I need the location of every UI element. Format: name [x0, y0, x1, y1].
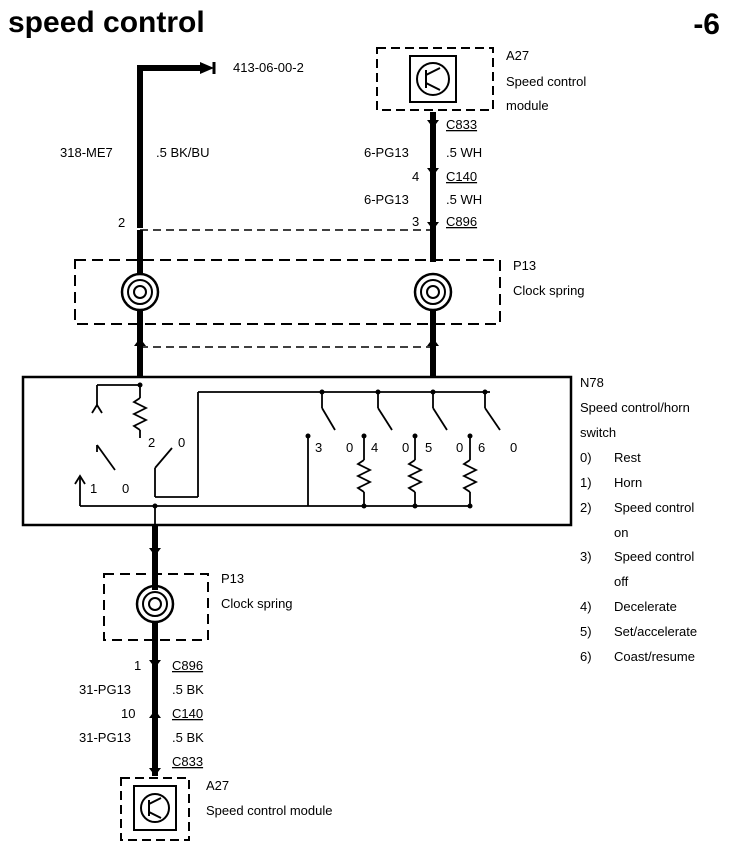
clock-spring-icon: [135, 584, 175, 624]
legend-text-cont: on: [614, 525, 628, 540]
switch-outline: [21, 375, 573, 527]
clock-spring-bottom-id: P13: [221, 571, 244, 586]
right-connector-c896: C896: [446, 214, 477, 229]
legend-num: 2): [580, 500, 592, 515]
top-module-box: [409, 55, 457, 103]
switch-name-1: Speed control/horn: [580, 400, 690, 415]
bottom-wire-circuit-1: 31-PG13: [79, 682, 131, 697]
legend-num: 6): [580, 649, 592, 664]
switch-contact-dots: [137, 382, 488, 509]
right-wire-pin-2: 3: [412, 214, 419, 229]
bottom-wire-circuit-2: 31-PG13: [79, 730, 131, 745]
right-wire-spec-2: .5 WH: [446, 192, 482, 207]
contact-6-rest: 0: [510, 440, 517, 455]
bottom-connector-c833: C833: [172, 754, 203, 769]
legend-text-cont: off: [614, 574, 629, 589]
legend-text: Coast/resume: [614, 649, 695, 664]
bottom-connector-c140: C140: [172, 706, 203, 721]
legend-num: 1): [580, 475, 592, 490]
legend-text: Speed control: [614, 500, 694, 515]
contact-3: 3: [315, 440, 322, 455]
transistor-icon: [416, 62, 450, 96]
ground-reference-wire: [137, 62, 216, 228]
clock-spring-icon: [413, 272, 453, 312]
connector-mark: [149, 548, 161, 556]
right-wire-connector-marks: [427, 120, 439, 230]
clock-spring-top-id: P13: [513, 258, 536, 273]
legend-text: Speed control: [614, 549, 694, 564]
top-module-name-1: Speed control: [506, 74, 586, 89]
bottom-wire-pin-1: 1: [134, 658, 141, 673]
contact-5: 5: [425, 440, 432, 455]
switch-name-2: switch: [580, 425, 616, 440]
left-wire-circuit: 318-ME7: [60, 145, 113, 160]
bottom-connector-c896: C896: [172, 658, 203, 673]
connector-mark: [427, 338, 439, 346]
contact-5-rest: 0: [456, 440, 463, 455]
switch-legend: 0) Rest 1) Horn 2) Speed control on 3) S…: [580, 450, 697, 664]
contact-6: 6: [478, 440, 485, 455]
connector-mark: [134, 338, 146, 346]
bottom-wire-connector-marks: [149, 660, 161, 776]
right-wire-circuit-1: 6-PG13: [364, 145, 409, 160]
contact-4-rest: 0: [402, 440, 409, 455]
bottom-module-id: A27: [206, 778, 229, 793]
legend-text: Horn: [614, 475, 642, 490]
right-connector-c140: C140: [446, 169, 477, 184]
bottom-wire-pin-2: 10: [121, 706, 135, 721]
right-connector-c833: C833: [446, 117, 477, 132]
bottom-module-outline: [120, 777, 190, 841]
switch-id: N78: [580, 375, 604, 390]
contact-4: 4: [371, 440, 378, 455]
switch-internal-wiring: [74, 384, 501, 524]
page-title: speed control: [8, 6, 205, 39]
top-module-name-2: module: [506, 98, 549, 113]
clock-spring-bottom-outline: [103, 573, 209, 641]
legend-num: 3): [580, 549, 592, 564]
top-module-outline: [376, 47, 494, 111]
top-module-id: A27: [506, 48, 529, 63]
contact-1: 1: [90, 481, 97, 496]
bottom-wire-spec-1: .5 BK: [172, 682, 204, 697]
transistor-icon: [140, 793, 170, 823]
clock-spring-top-outline: [74, 259, 501, 325]
clock-spring-bottom-name: Clock spring: [221, 596, 293, 611]
bottom-module-box: [133, 785, 177, 831]
ground-reference-label: 413-06-00-2: [233, 60, 304, 75]
contact-2-rest: 0: [178, 435, 185, 450]
right-wire-pin-1: 4: [412, 169, 419, 184]
legend-text: Decelerate: [614, 599, 677, 614]
legend-text: Set/accelerate: [614, 624, 697, 639]
bottom-wire-spec-2: .5 BK: [172, 730, 204, 745]
left-wire-spec: .5 BK/BU: [156, 145, 209, 160]
legend-num: 5): [580, 624, 592, 639]
legend-num: 4): [580, 599, 592, 614]
bottom-module-name: Speed control module: [206, 803, 332, 818]
right-wire-spec-1: .5 WH: [446, 145, 482, 160]
contact-3-rest: 0: [346, 440, 353, 455]
right-wire-circuit-2: 6-PG13: [364, 192, 409, 207]
legend-text: Rest: [614, 450, 641, 465]
clock-spring-top-name: Clock spring: [513, 283, 585, 298]
page-number: -6: [693, 8, 720, 41]
legend-num: 0): [580, 450, 592, 465]
contact-1-rest: 0: [122, 481, 129, 496]
clock-spring-icon: [120, 272, 160, 312]
left-wire-pin: 2: [118, 215, 125, 230]
contact-2: 2: [148, 435, 155, 450]
